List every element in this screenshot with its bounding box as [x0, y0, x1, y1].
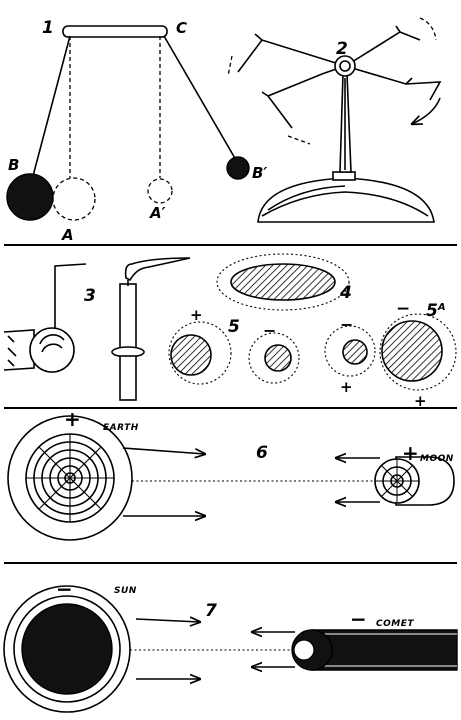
label-fig7: 7	[205, 601, 217, 621]
sign-plus-moon: +	[402, 441, 419, 465]
point-wire	[54, 263, 87, 328]
sign-plus-earth: +	[64, 407, 81, 431]
candle	[119, 283, 137, 351]
figure-6-earth-moon: + EARTH 6 + MOON	[7, 407, 455, 541]
flame	[124, 257, 191, 282]
figure-7-sun-comet: − SUN 7 − COMET	[3, 577, 458, 713]
label-comet: COMET	[376, 619, 414, 629]
label-b-prime: B′	[252, 164, 267, 182]
sign-plus-5c: +	[340, 378, 353, 396]
figure-1-pendulums: 1 C B B′ A A′	[6, 18, 267, 244]
label-fig3: 3	[84, 286, 96, 306]
figure-5-induced-charges: + 5 − − + − + 5A	[168, 299, 457, 410]
label-fig6: 6	[256, 443, 268, 463]
sign-plus-5d: +	[414, 392, 427, 410]
ellipse-field	[216, 253, 350, 311]
sign-plus-5a: +	[190, 306, 203, 324]
thread-b	[32, 35, 71, 177]
rotation-arrow	[412, 97, 441, 124]
sign-minus-comet: −	[350, 607, 367, 631]
label-sun: SUN	[114, 586, 137, 596]
figure-3-point-and-flame: 3	[3, 257, 191, 401]
label-fig4: 4	[339, 283, 352, 303]
comet-tail	[311, 629, 458, 671]
sign-minus-5d: −	[396, 299, 410, 319]
ball-a-prime	[147, 178, 173, 204]
figure-4-ellipse: 4	[216, 253, 352, 311]
label-fig5: 5	[228, 317, 240, 337]
label-c: C	[176, 19, 187, 37]
suspension-bar	[62, 25, 168, 38]
sign-minus-sun: −	[56, 577, 73, 601]
figure-2-electric-whirl: 2	[227, 17, 442, 223]
ball-b-prime	[226, 156, 250, 180]
sun	[21, 603, 113, 695]
sign-minus-5c: −	[340, 315, 353, 334]
label-b: B	[8, 156, 19, 174]
ball-b	[6, 173, 54, 221]
ball-a	[52, 177, 96, 221]
label-a-prime: A′	[149, 204, 166, 222]
label-a: A	[61, 226, 74, 244]
label-earth: EARTH	[103, 423, 139, 433]
label-fig2: 2	[336, 39, 348, 59]
charged-ellipse	[230, 263, 336, 301]
sign-minus-5b: −	[263, 321, 276, 340]
label-fig5a: 5A	[426, 301, 446, 321]
label-fig1: 1	[42, 18, 54, 38]
whirl-hub	[334, 55, 356, 77]
label-moon: MOON	[420, 454, 454, 464]
thread-b-prime	[163, 35, 237, 161]
